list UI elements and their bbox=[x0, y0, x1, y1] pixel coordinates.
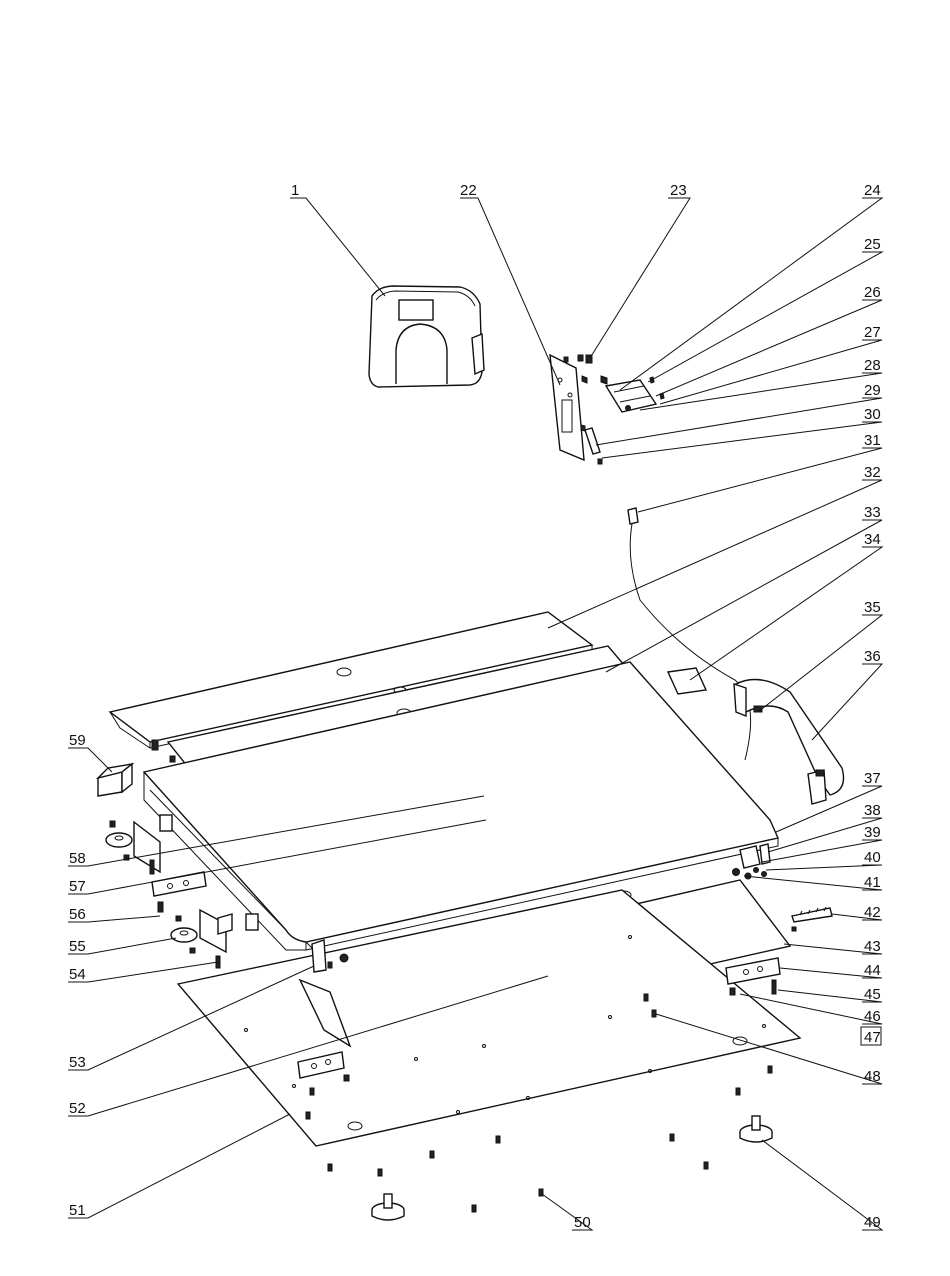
callout-57: 57 bbox=[69, 878, 86, 895]
callout-41: 41 bbox=[864, 874, 881, 891]
callout-50: 50 bbox=[574, 1214, 591, 1231]
callout-34: 34 bbox=[864, 531, 881, 548]
callout-45: 45 bbox=[864, 986, 881, 1003]
callout-23: 23 bbox=[670, 182, 687, 199]
callout-44: 44 bbox=[864, 962, 881, 979]
callout-1: 1 bbox=[291, 182, 299, 199]
mount-plate-part bbox=[606, 377, 664, 412]
label-plate-part bbox=[668, 668, 706, 694]
callout-29: 29 bbox=[864, 382, 881, 399]
callout-56: 56 bbox=[69, 906, 86, 923]
callout-22: 22 bbox=[460, 182, 477, 199]
clip-part bbox=[792, 907, 832, 931]
callout-46: 46 bbox=[864, 1008, 881, 1025]
callout-54: 54 bbox=[69, 966, 86, 983]
callout-39: 39 bbox=[864, 824, 881, 841]
display-head-part bbox=[369, 286, 484, 387]
strip-part bbox=[585, 428, 602, 464]
callout-53: 53 bbox=[69, 1054, 86, 1071]
callout-25: 25 bbox=[864, 236, 881, 253]
callout-36: 36 bbox=[864, 648, 881, 665]
callout-37: 37 bbox=[864, 770, 881, 787]
callout-40: 40 bbox=[864, 849, 881, 866]
callout-51: 51 bbox=[69, 1202, 86, 1219]
callout-58: 58 bbox=[69, 850, 86, 867]
callout-35: 35 bbox=[864, 599, 881, 616]
callout-47: 47 bbox=[864, 1029, 881, 1046]
screw-part bbox=[586, 355, 607, 384]
callout-42: 42 bbox=[864, 904, 881, 921]
callout-38: 38 bbox=[864, 802, 881, 819]
callout-30: 30 bbox=[864, 406, 881, 423]
callout-48: 48 bbox=[864, 1068, 881, 1085]
callout-59: 59 bbox=[69, 732, 86, 749]
callout-32: 32 bbox=[864, 464, 881, 481]
callout-27: 27 bbox=[864, 324, 881, 341]
foot-part bbox=[372, 1116, 772, 1220]
callout-52: 52 bbox=[69, 1100, 86, 1117]
callout-28: 28 bbox=[864, 357, 881, 374]
callout-31: 31 bbox=[864, 432, 881, 449]
callout-43: 43 bbox=[864, 938, 881, 955]
bracket-plate-part bbox=[550, 355, 587, 460]
cube-part bbox=[98, 764, 132, 796]
callout-24: 24 bbox=[864, 182, 881, 199]
callout-55: 55 bbox=[69, 938, 86, 955]
handle-part bbox=[734, 680, 844, 805]
callout-26: 26 bbox=[864, 284, 881, 301]
callout-49: 49 bbox=[864, 1214, 881, 1231]
callout-33: 33 bbox=[864, 504, 881, 521]
